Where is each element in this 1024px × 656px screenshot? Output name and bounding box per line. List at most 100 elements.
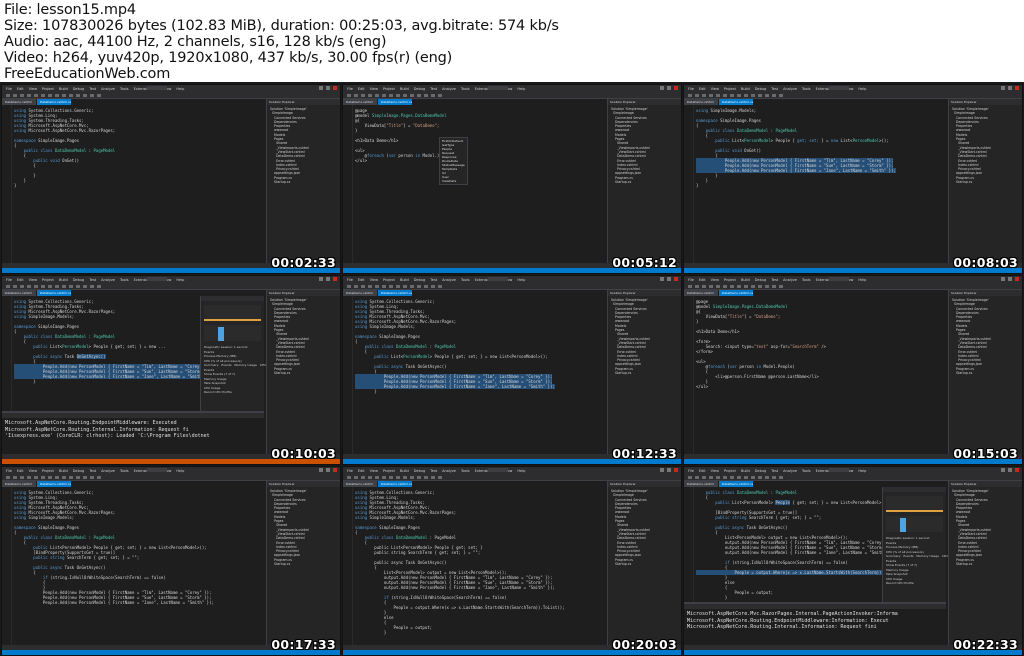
tab-datademo-cshtml[interactable]: DataDemo.cshtml [684, 290, 718, 296]
tab-datademo-cshtml[interactable]: DataDemo.cshtml [684, 99, 718, 105]
toolbar-icon[interactable] [347, 94, 351, 97]
menu-item[interactable]: File [688, 277, 694, 282]
minimize-icon[interactable] [660, 468, 664, 472]
toolbar-icon[interactable] [702, 285, 706, 288]
menu-item[interactable]: Tools [460, 277, 470, 282]
code-editor[interactable]: using System.Collections.Generic; using … [2, 105, 264, 263]
solution-tree[interactable]: Solution 'SimpleImage' SimpleImage Conne… [952, 489, 992, 567]
toolbar-icon[interactable] [688, 285, 692, 288]
menu-item[interactable]: Test [89, 468, 97, 473]
toolbar-icon[interactable] [431, 285, 435, 288]
search-box[interactable] [147, 468, 167, 472]
code-editor[interactable]: @page @model SimpleImage.Pages.DataDemoM… [343, 105, 605, 263]
toolbar-icon[interactable] [69, 285, 73, 288]
tab-datademo-cshtml[interactable]: DataDemo.cshtml [2, 290, 36, 296]
minimize-icon[interactable] [1001, 277, 1005, 281]
toolbar-icon[interactable] [716, 285, 720, 288]
menu-item[interactable]: Help [176, 86, 185, 91]
toolbar-icon[interactable] [396, 94, 400, 97]
tab-datademo-cshtml-cs[interactable]: DataDemo.cshtml.cs [378, 290, 412, 296]
menu-item[interactable]: Help [858, 277, 867, 282]
solution-tree[interactable]: Solution 'SimpleImage' SimpleImage Conne… [270, 489, 310, 567]
maximize-icon[interactable] [1008, 86, 1012, 90]
tab-datademo-cshtml-cs[interactable]: DataDemo.cshtml.cs [378, 481, 412, 487]
tab-datademo-cshtml-cs[interactable]: DataDemo.cshtml.cs [378, 99, 412, 105]
menu-item[interactable]: Tools [801, 277, 811, 282]
toolbar-icon[interactable] [34, 476, 38, 479]
toolbar-icon[interactable] [403, 285, 407, 288]
close-icon[interactable] [674, 86, 678, 90]
toolbar-icon[interactable] [779, 94, 783, 97]
toolbar-icon[interactable] [438, 94, 442, 97]
menu-item[interactable]: Build [740, 86, 750, 91]
toolbar-icon[interactable] [758, 285, 762, 288]
toolbar-icon[interactable] [744, 476, 748, 479]
menu-item[interactable]: Edit [698, 86, 706, 91]
menu-item[interactable]: Analyze [101, 277, 115, 282]
toolbar-icon[interactable] [751, 285, 755, 288]
menu-item[interactable]: Project [723, 86, 736, 91]
toolbar-icon[interactable] [403, 476, 407, 479]
toolbar-icon[interactable] [41, 285, 45, 288]
toolbar-icon[interactable] [410, 94, 414, 97]
menu-item[interactable]: Build [399, 86, 409, 91]
close-icon[interactable] [674, 277, 678, 281]
menu-item[interactable]: Project [723, 468, 736, 473]
toolbar-icon[interactable] [20, 94, 24, 97]
toolbar-icon[interactable] [389, 285, 393, 288]
toolbar-icon[interactable] [709, 285, 713, 288]
menu-item[interactable]: Edit [16, 277, 24, 282]
minimize-icon[interactable] [319, 468, 323, 472]
menu-item[interactable]: Project [41, 86, 54, 91]
toolbar-icon[interactable] [13, 476, 17, 479]
toolbar-icon[interactable] [55, 476, 59, 479]
toolbar-icon[interactable] [389, 94, 393, 97]
code-editor[interactable]: @page @model SimpleImage.Pages.DataDemoM… [684, 296, 946, 454]
menu-item[interactable]: Extensions [815, 277, 835, 282]
menu-item[interactable]: Help [517, 277, 526, 282]
toolbar-icon[interactable] [709, 94, 713, 97]
code-editor[interactable]: using SimpleImage.Models; namespace Simp… [684, 105, 946, 263]
menu-item[interactable]: Project [382, 86, 395, 91]
tab-datademo-cshtml-cs[interactable]: DataDemo.cshtml.cs [37, 481, 71, 487]
toolbar-icon[interactable] [431, 476, 435, 479]
toolbar-icon[interactable] [90, 285, 94, 288]
toolbar-icon[interactable] [695, 94, 699, 97]
toolbar-icon[interactable] [375, 285, 379, 288]
toolbar-icon[interactable] [695, 285, 699, 288]
toolbar-icon[interactable] [688, 94, 692, 97]
toolbar-icon[interactable] [410, 476, 414, 479]
toolbar-icon[interactable] [382, 476, 386, 479]
toolbar-icon[interactable] [716, 476, 720, 479]
toolbar-icon[interactable] [382, 94, 386, 97]
toolbar-icon[interactable] [737, 476, 741, 479]
toolbar-icon[interactable] [368, 94, 372, 97]
toolbar-icon[interactable] [772, 285, 776, 288]
menu-item[interactable]: Debug [72, 277, 85, 282]
menu-item[interactable]: Extensions [815, 86, 835, 91]
tab-datademo-cshtml-cs[interactable]: DataDemo.cshtml.cs [37, 290, 71, 296]
toolbar-icon[interactable] [41, 476, 45, 479]
toolbar-icon[interactable] [688, 476, 692, 479]
toolbar-icon[interactable] [438, 476, 442, 479]
toolbar-icon[interactable] [354, 476, 358, 479]
search-box[interactable] [829, 468, 849, 472]
menu-item[interactable]: Debug [413, 468, 426, 473]
menu-item[interactable]: Build [399, 277, 409, 282]
toolbar-icon[interactable] [723, 476, 727, 479]
toolbar-icon[interactable] [765, 94, 769, 97]
menu-item[interactable]: Build [58, 277, 68, 282]
menu-item[interactable]: Help [858, 468, 867, 473]
toolbar-icon[interactable] [13, 285, 17, 288]
toolbar-icon[interactable] [758, 476, 762, 479]
search-box[interactable] [147, 86, 167, 90]
toolbar-icon[interactable] [361, 285, 365, 288]
menu-item[interactable]: File [6, 277, 12, 282]
toolbar-icon[interactable] [62, 285, 66, 288]
menu-item[interactable]: Build [740, 277, 750, 282]
toolbar-icon[interactable] [744, 285, 748, 288]
toolbar-icon[interactable] [758, 94, 762, 97]
toolbar-icon[interactable] [41, 94, 45, 97]
menu-item[interactable]: Build [58, 86, 68, 91]
toolbar-icon[interactable] [431, 94, 435, 97]
